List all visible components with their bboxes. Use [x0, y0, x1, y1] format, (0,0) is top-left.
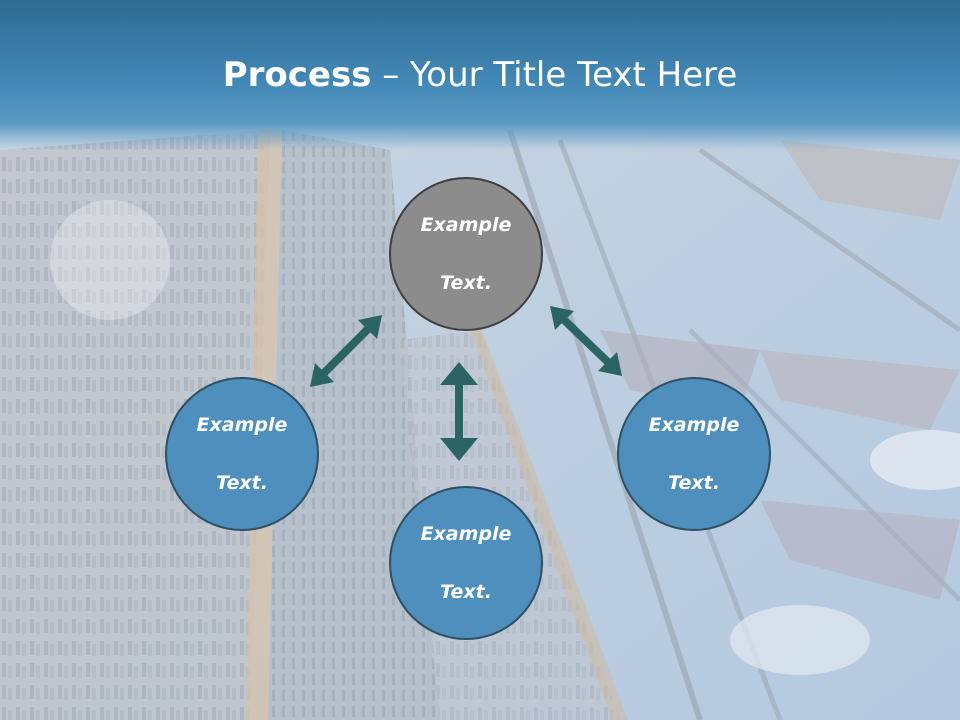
arrow-vertical [440, 362, 478, 461]
title-rest: – Your Title Text Here [371, 55, 738, 95]
node-text-line2: Text. [216, 471, 268, 494]
arrow-top-right [550, 306, 622, 376]
node-text-line1: Example [420, 522, 512, 545]
node-text-line1: Example [196, 413, 288, 436]
node-text-line1: Example [648, 413, 740, 436]
node-text-line2: Text. [440, 580, 492, 603]
arrow-top-left [310, 315, 382, 387]
slide-title: Process – Your Title Text Here [0, 50, 960, 100]
node-text-line2: Text. [668, 471, 720, 494]
node-text-line2: Text. [440, 271, 492, 294]
title-bold: Process [222, 55, 372, 95]
title-band [0, 0, 960, 150]
node-text-line1: Example [420, 213, 512, 236]
